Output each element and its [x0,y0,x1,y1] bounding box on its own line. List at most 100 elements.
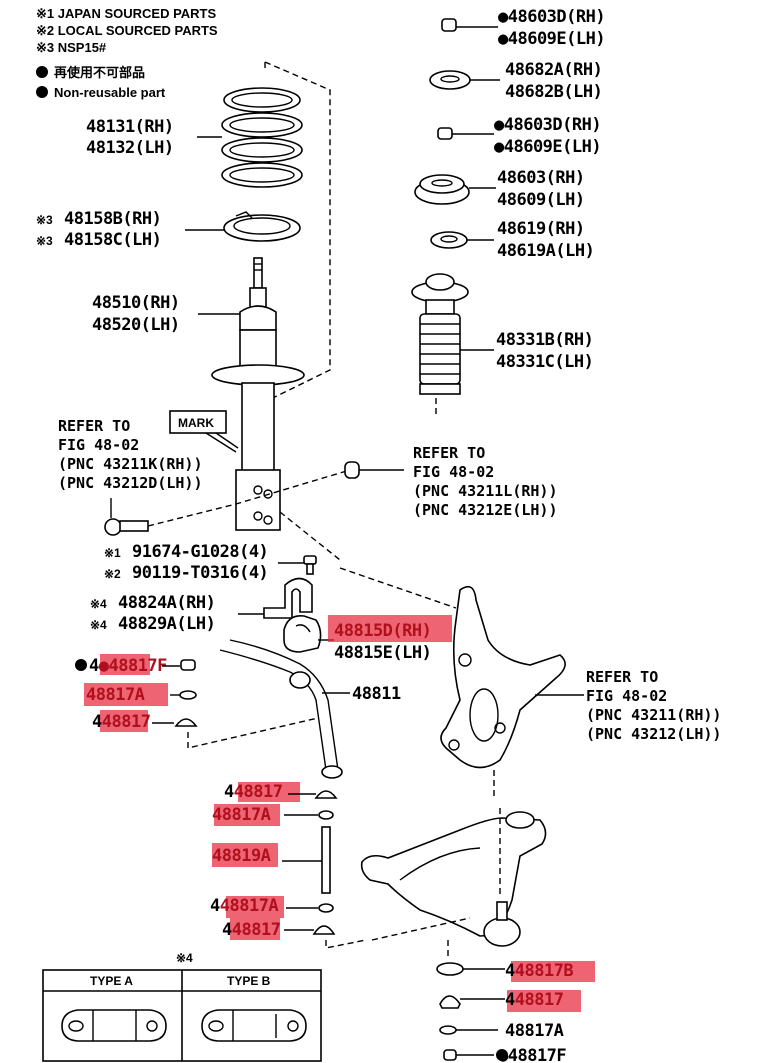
link-bolt-icon [321,826,331,894]
note-nsp15: ※3 NSP15# [36,40,107,55]
refer-to-mid: REFER TO FIG 48-02 (PNC 43211L(RH)) (PNC… [413,444,558,519]
bolt-japan-label: 91674-G1028(4) [132,542,268,562]
bearing-rh-label: 48619(RH) [497,219,585,239]
dust-seal-rh-label: 48682A(RH) [505,60,602,80]
left-cushion-label: 448817 [92,712,150,732]
legend-english: Non-reusable part [54,85,166,100]
link-washer-upper-label: 48817A [212,805,271,825]
cushion-icon [312,925,336,935]
legend-japanese: 再使用不可部品 [54,65,145,80]
bottom-part-number: 48817 [515,990,564,1010]
japan-marker: ※1 [104,546,121,560]
cushion-icon [174,718,198,727]
refer-right-line4: (PNC 43212(LH)) [586,725,721,743]
bearing-icon [430,231,468,249]
spring-rh-label: 48131(RH) [86,117,174,137]
refer-right-line3: (PNC 43211(RH)) [586,706,721,724]
mark-label: MARK [178,416,214,430]
type-table: TYPE A TYPE B [42,969,322,1062]
type-a-bracket-icon [61,1009,167,1042]
notes-block: ※1 JAPAN SOURCED PARTS ※2 LOCAL SOURCED … [36,6,218,100]
bottom-cushion-label: 448817 [505,990,563,1010]
bracket-lh-label: 48829A(LH) [118,614,215,634]
refer-mid-line3: (PNC 43211L(RH)) [413,482,558,500]
left-cushion-highlight [100,710,148,732]
left-washer-highlight [84,683,168,706]
refer-mid-line2: FIG 48-02 [413,463,494,481]
strut-mount-rh-label: 48603(RH) [497,168,585,188]
washer-icon [439,1025,457,1035]
left-nut-part-number: ●48817F [99,656,167,676]
bracket-rh-label: 48824A(RH) [118,593,215,613]
note-japan-sourced: ※1 JAPAN SOURCED PARTS [36,6,216,21]
assembly-dash-line [247,61,331,411]
steering-knuckle-icon [440,585,566,769]
knuckle-bolt-icon [104,498,149,536]
refer-right-line1: REFER TO [586,668,658,686]
shock-absorber-icon [211,257,305,531]
link-highlight [212,843,278,867]
link-highlight [214,804,280,826]
bracket-bolt-icon [303,555,317,575]
bushing-highlight [328,615,452,642]
coil-spring-icon [221,87,303,188]
lower-nut-rh-label: ●48603D(RH) [494,115,601,135]
mark-pointer [205,432,239,453]
type-a-header: TYPE A [90,974,133,988]
nut-icon [443,1049,457,1061]
type-marker: ※4 [90,597,107,611]
nsp15-marker: ※3 [36,213,53,227]
arm-dash-line [371,917,471,941]
insulator-lh-label: 48158C(LH) [64,230,161,250]
non-reusable-dot-icon [496,1049,508,1061]
bolt-dash-line [147,469,351,527]
cushion-icon [439,995,461,1009]
bottom-washer-label: 48817A [505,1021,564,1041]
type-b-header: TYPE B [227,974,271,988]
link-part-number: 48817A [220,896,279,916]
spring-lh-label: 48132(LH) [86,138,174,158]
knuckle-dash-line [339,567,457,609]
washer-icon [318,810,334,820]
link-washer-lower-label: 448817A [210,896,278,916]
strut-rh-label: 48510(RH) [92,293,180,313]
type-marker: ※4 [90,618,107,632]
strut-mount-icon [414,174,470,205]
non-reusable-dot-icon [75,659,87,671]
link-bolt-label: 48819A [212,846,271,866]
washer-icon [179,690,197,700]
bump-stop-boot-icon [411,273,469,395]
refer-left-line1: REFER TO [58,417,130,435]
bottom-part-number: 48817B [515,961,574,981]
note-local-sourced: ※2 LOCAL SOURCED PARTS [36,23,218,38]
refer-left-line3: (PNC 43211K(RH)) [58,455,203,473]
lower-control-arm-icon [360,811,547,947]
boot-rh-label: 48331B(RH) [496,330,593,350]
dust-seal-icon [429,70,471,90]
left-nut-highlight [100,654,150,675]
refer-left-line4: (PNC 43212D(LH)) [58,474,203,492]
bottom-highlight [511,961,595,982]
bolt-dash-line [279,511,341,561]
stabilizer-bar-label: 48811 [352,684,401,704]
link-highlight [238,782,300,802]
refer-right-line2: FIG 48-02 [586,687,667,705]
bushing-lh-label: 48815E(LH) [334,643,431,663]
mark-callout-box [169,410,227,434]
nsp15-marker: ※3 [36,234,53,248]
washer-icon [318,903,334,913]
link-cushion-lower-label: 448817 [222,920,280,940]
link-cushion-upper-label: 448817 [224,782,282,802]
type-b-bracket-icon [201,1009,307,1042]
bottom-cushion-b-label: 448817B [505,961,573,981]
non-reusable-dot-icon [36,86,48,98]
strut-lh-label: 48520(LH) [92,315,180,335]
spring-insulator-icon [223,211,301,242]
upper-nut-lh-label: ●48609E(LH) [498,29,605,49]
refer-mid-line4: (PNC 43212E(LH)) [413,501,558,519]
boot-lh-label: 48331C(LH) [496,352,593,372]
cushion-dash-line [187,717,319,749]
insulator-rh-label: 48158B(RH) [64,209,161,229]
dust-seal-lh-label: 48682B(LH) [505,82,602,102]
